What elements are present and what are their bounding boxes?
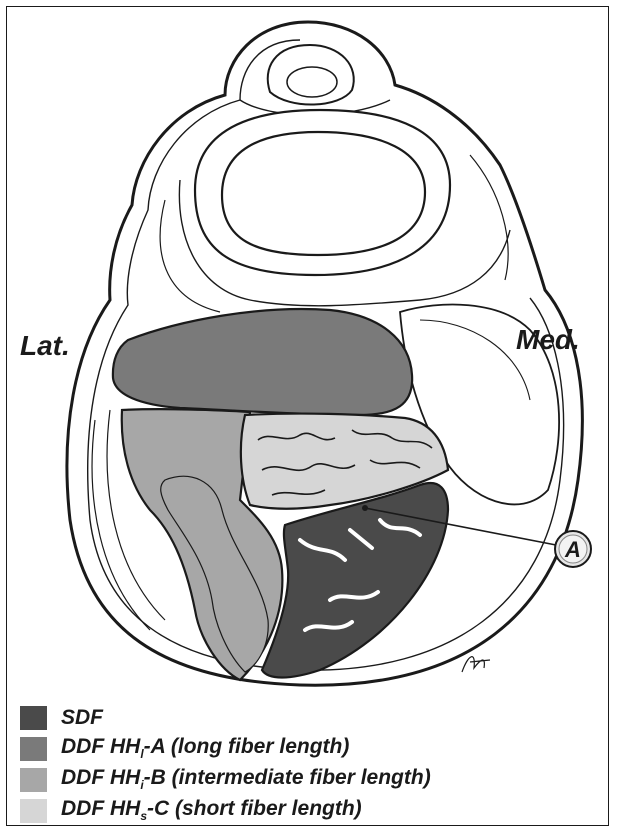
large-bone-inner xyxy=(222,132,425,255)
medial-label: Med. xyxy=(516,324,580,356)
legend-row-ddf-long: DDF HHl-A (long fiber length) xyxy=(20,733,431,764)
swatch-sdf xyxy=(20,706,47,730)
legend-text-sdf: SDF xyxy=(61,706,103,730)
legend-row-sdf: SDF xyxy=(20,702,431,733)
legend-text-ddf-short: DDF HHs-C (short fiber length) xyxy=(61,797,362,823)
legend: SDF DDF HHl-A (long fiber length) DDF HH… xyxy=(20,702,431,826)
legend-text-ddf-intermediate: DDF HHi-B (intermediate fiber length) xyxy=(61,766,431,792)
legend-text-ddf-long: DDF HHl-A (long fiber length) xyxy=(61,735,349,761)
swatch-ddf-short xyxy=(20,799,47,823)
callout-label: A xyxy=(564,537,581,562)
top-bone xyxy=(268,45,354,105)
legend-row-ddf-short: DDF HHs-C (short fiber length) xyxy=(20,795,431,826)
lateral-label: Lat. xyxy=(20,330,70,362)
legend-row-ddf-intermediate: DDF HHi-B (intermediate fiber length) xyxy=(20,764,431,795)
swatch-ddf-intermediate xyxy=(20,768,47,792)
artist-signature xyxy=(462,657,490,672)
swatch-ddf-long xyxy=(20,737,47,761)
